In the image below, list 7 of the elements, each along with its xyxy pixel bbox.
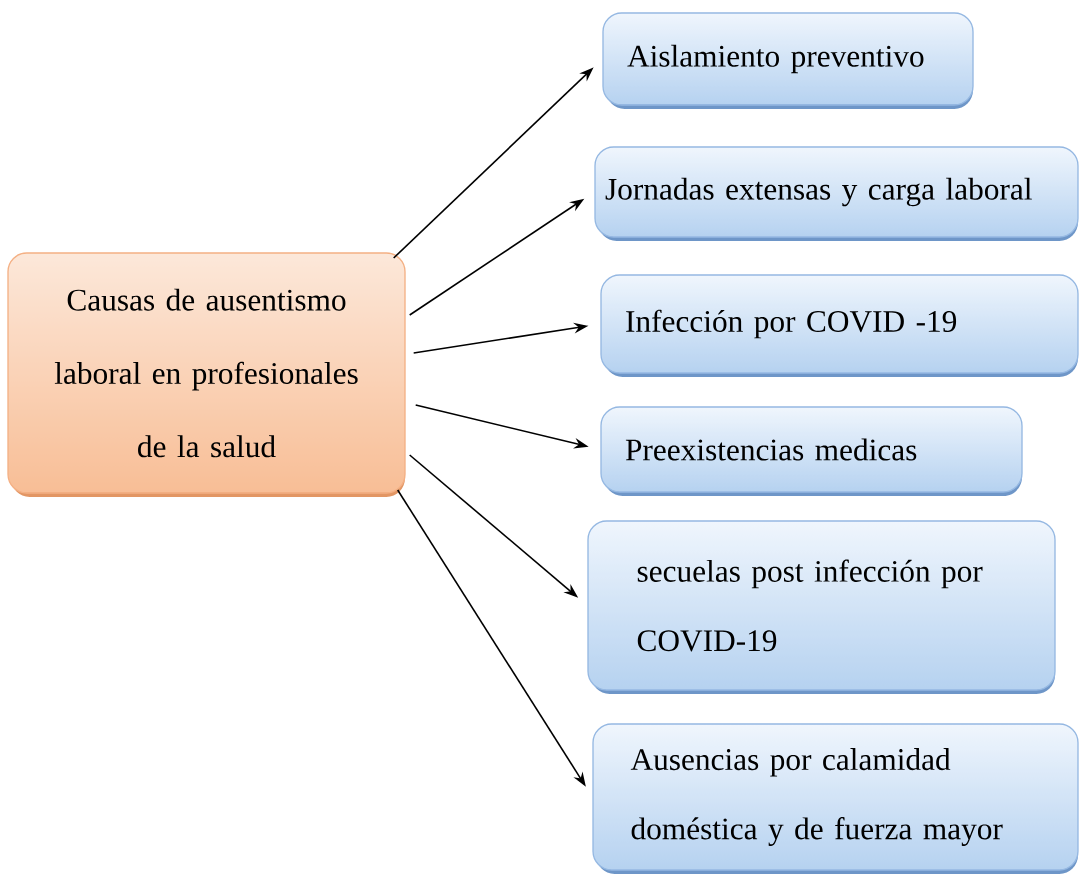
effect-box: secuelas post infección por COVID-19 [587,520,1056,694]
effect-box: Jornadas extensas y carga laboral [594,146,1079,241]
effect-box: Ausencias por calamidad doméstica y de fuerza mayor [592,723,1079,874]
effect-box: Infección por COVID -19 [600,274,1079,377]
cause-box: Causas de ausentismo laboral en profesionales de la salud [7,252,406,497]
effect-box: Preexistencias medicas [600,406,1023,496]
effect-box: Aislamiento preventivo [602,12,974,109]
